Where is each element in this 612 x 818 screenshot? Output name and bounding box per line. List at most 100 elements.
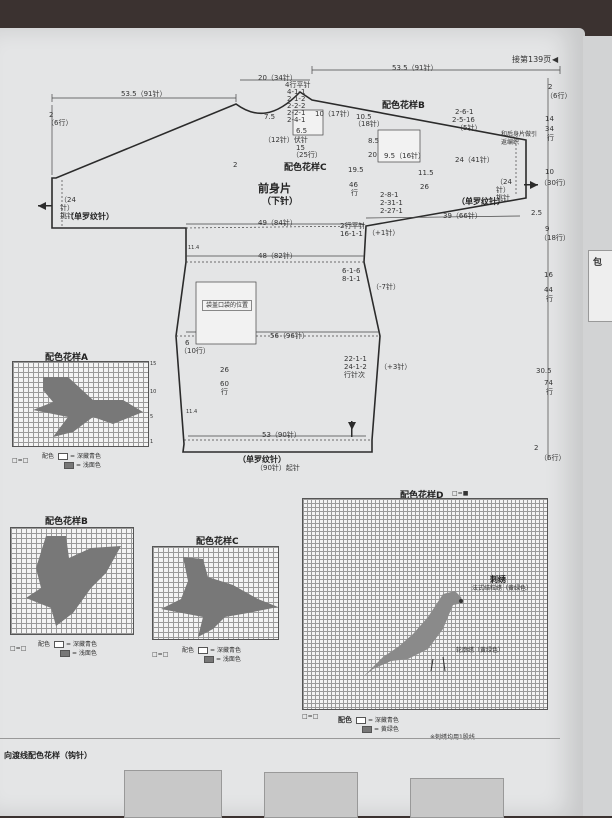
chart-c-legend: 配色= 深藏青色 = 浅面色 — [182, 646, 241, 664]
legend-swatch-light — [58, 453, 69, 460]
legend-swatch-dark — [204, 656, 214, 663]
side-height: 19.5 — [348, 166, 364, 174]
chart-d-symbol: □=□ — [302, 713, 319, 720]
waist-inc-right: （+1针） — [368, 229, 400, 237]
rc-2: 14 — [545, 115, 554, 123]
legend-swatch-light — [198, 647, 209, 654]
lower-left-a: 6 — [185, 339, 190, 347]
chart-a-title: 配色花样A — [45, 353, 88, 363]
chart-a-color-label: 配色 — [42, 453, 55, 460]
chart-b-bird — [26, 536, 121, 626]
rc-5: 10 — [545, 168, 554, 176]
front-body-subtitle: （下针） — [262, 197, 299, 207]
chart-c-legend-dark: = 深藏青色 — [210, 647, 241, 654]
chart-a-row-10: 10 — [150, 389, 157, 395]
side-dec-a: 6-1-6 — [342, 267, 361, 275]
lower-height: 26 — [220, 366, 229, 374]
continued-arrow-icon: ◀ — [552, 55, 559, 64]
chart-a-symbol-text: □=□ — [12, 457, 29, 464]
legend-swatch-light — [356, 717, 366, 724]
chart-c-width: 10（17针） — [315, 110, 354, 118]
chart-b-right-stitches: （18针） — [354, 120, 384, 128]
rc-11: 44 — [544, 286, 553, 294]
side-tab-char: 包 — [593, 258, 603, 268]
chart-b-rows: 20 — [368, 151, 377, 159]
legend-swatch-dark — [64, 462, 74, 469]
chart-c-color-label: 配色 — [182, 647, 195, 654]
left-side-cm: 2 — [233, 161, 238, 169]
chart-d-embroidery: 刺绣 — [490, 575, 506, 584]
chart-b-title: 配色花样B — [45, 517, 88, 527]
chart-a-legend-light: = 浅面色 — [76, 462, 101, 469]
shoulder-note: 和后身片做引返编织 — [501, 131, 538, 146]
lower-left-b: （10行） — [180, 347, 210, 355]
rc-8: 9 — [545, 225, 550, 233]
rc-6: （30行） — [540, 179, 570, 187]
chart-a-row-1: 1 — [150, 439, 154, 445]
legend-swatch-dark — [60, 650, 70, 657]
chart-c-h-b: 15 — [296, 144, 305, 152]
side-rows-unit: 行 — [351, 189, 358, 197]
dim-top-right: 53.5（91针） — [392, 64, 438, 72]
shoulder-2: （5针） — [456, 124, 482, 132]
chart-d-grid — [302, 498, 548, 710]
underarm-0: 2-8-1 — [380, 191, 399, 199]
chart-a-row-5: 5 — [150, 414, 154, 420]
bottom-label: （单罗纹针） — [238, 455, 286, 464]
next-page-edge — [583, 36, 612, 816]
neck-dec-4: 2-2-1 — [287, 109, 306, 117]
neck-dec-5: 2-4-1 — [287, 116, 306, 124]
chart-b-right: 10.5 — [356, 113, 372, 121]
chart-d-legend-dark: = 深藏青色 — [368, 717, 399, 724]
left-cuff-stitches: （24针）挑针 — [60, 196, 76, 220]
chart-b-width: 9.5（16针） — [384, 152, 426, 160]
lower-inc-1: 24-1-2 — [344, 363, 367, 371]
rc-15: 行 — [546, 388, 553, 396]
neck-stitches: （12针）伏针 — [264, 136, 308, 144]
chart-d-title: 配色花样D — [400, 491, 444, 501]
lower-inc-0: 22-1-1 — [344, 355, 367, 363]
neck-dec-3: 2-2-2 — [287, 102, 306, 110]
chart-d-bird — [363, 591, 463, 677]
rc-9: （18行） — [540, 234, 570, 242]
crochet-photo-1 — [124, 770, 222, 818]
left-cuff-label: （单罗纹针） — [66, 212, 114, 221]
rc-12: 行 — [546, 295, 553, 303]
neck-dec-0: 4行平针 — [285, 81, 311, 89]
left-col-0: 2 — [49, 111, 54, 119]
chart-b-legend: 配色 = 深藏青色 = 浅面色 — [38, 640, 97, 658]
neck-left: 7.5 — [264, 113, 276, 121]
rc-16: 2 — [534, 444, 539, 452]
chart-b-symbol: □=□ — [10, 644, 26, 653]
small-mark-lower: 11.4 — [186, 409, 198, 415]
legend-swatch-dark — [362, 726, 372, 733]
underarm-1: 2-31-1 — [380, 199, 403, 207]
dim-top-left: 53.5（91针） — [121, 90, 167, 98]
rc-4: 行 — [547, 134, 554, 142]
chart-d-footnote: ※刺绣均用1股线 — [430, 735, 475, 741]
chart-a-bird — [33, 377, 143, 437]
crochet-photo-2 — [264, 772, 358, 818]
bottom-title: 向渡线配色花样（钩针） — [4, 751, 92, 760]
chart-b-legend-light: = 浅面色 — [72, 650, 97, 657]
chart-d-title-suffix: □=■ — [452, 490, 469, 497]
waist-inc: 2行平针 16-1-1 — [340, 222, 366, 238]
neck-dec-2: 2-1-2 — [287, 95, 306, 103]
rc-10: 16 — [544, 271, 553, 279]
waist-width: 49（84针） — [258, 219, 297, 227]
chart-b-legend-dark: = 深藏青色 — [66, 641, 97, 648]
chart-b-height: 8.5 — [368, 137, 380, 145]
left-col-1: （6行） — [47, 119, 73, 127]
crochet-photo-3 — [410, 778, 504, 818]
neck-dec-1: 4-1-1 — [287, 88, 306, 96]
rc-0: 2 — [548, 83, 553, 91]
rc-14: 74 — [544, 379, 553, 387]
rc-17: （6行） — [540, 454, 566, 462]
chart-b-color-label: 配色 — [38, 641, 51, 648]
chart-d-legend-green: = 黄绿色 — [374, 726, 399, 733]
hip-width: 48（82针） — [258, 252, 297, 260]
chart-a-legend: 配色= 深藏青色 = 浅面色 — [42, 452, 101, 470]
bottom-section: 向渡线配色花样（钩针） — [0, 738, 585, 818]
dim-top-mid: 20（34针） — [258, 74, 297, 82]
chart-c-rows: （25行） — [292, 151, 322, 159]
